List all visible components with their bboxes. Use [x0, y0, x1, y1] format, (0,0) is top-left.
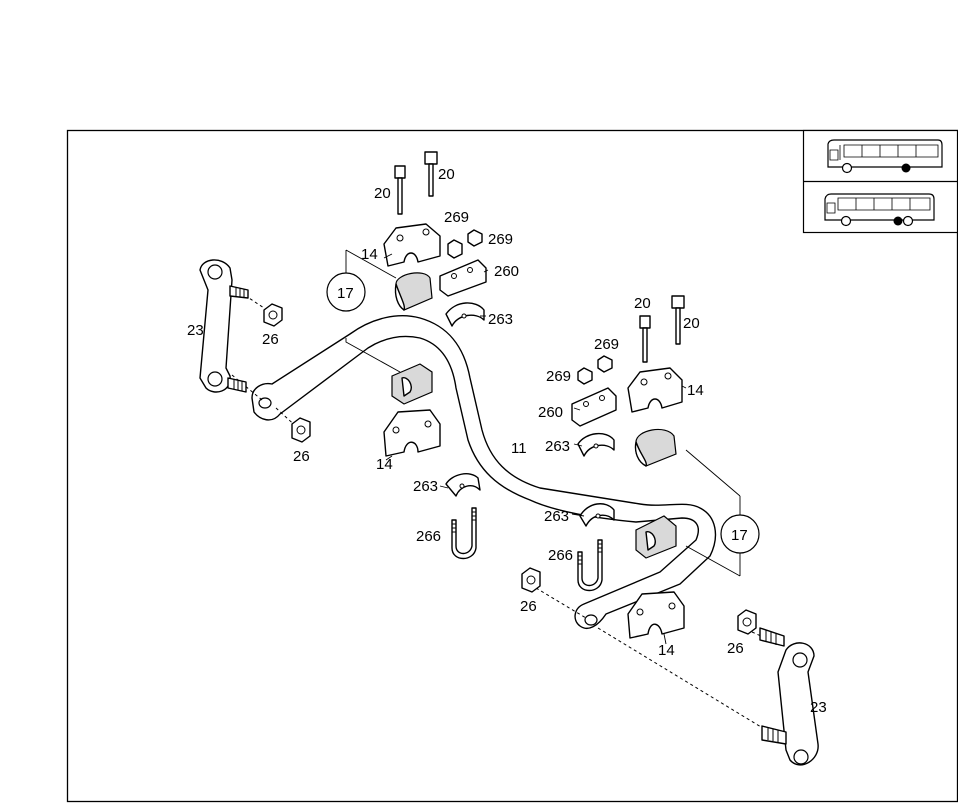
callout-269: 269 — [488, 231, 513, 248]
callout-269: 269 — [594, 336, 619, 353]
callout-14: 14 — [687, 382, 704, 399]
bushing-upper-right — [634, 428, 677, 467]
callout-263: 263 — [413, 478, 438, 495]
bracket-14-upper-right — [627, 367, 683, 413]
bolt-20-upper-left-a — [394, 165, 406, 215]
half-shell-263-lower-right — [579, 503, 615, 527]
nut-26-d — [737, 609, 757, 635]
leader-line — [573, 407, 581, 411]
half-shell-263-upper-left — [445, 302, 485, 327]
bolt-20-upper-left-b — [424, 151, 438, 197]
bracket-14-lower-left — [383, 409, 441, 457]
bracket-14-upper-left — [383, 223, 441, 267]
callout-26: 26 — [262, 331, 279, 348]
leader-line — [383, 253, 393, 259]
callout-260: 260 — [538, 404, 563, 421]
callout-26: 26 — [520, 598, 537, 615]
u-bolt-266-left — [451, 507, 477, 560]
link-rod-right — [759, 627, 819, 766]
callout-20: 20 — [374, 185, 391, 202]
u-bolt-266-right — [577, 539, 603, 592]
leader-line — [681, 385, 687, 389]
callout-23: 23 — [810, 699, 827, 716]
bus-three-axle-icon[interactable] — [824, 193, 935, 227]
callout-263: 263 — [544, 508, 569, 525]
leader-line — [573, 443, 583, 447]
callout-circle-17-left — [326, 272, 366, 312]
bolt-20-lower-right-b — [671, 295, 685, 345]
callout-circle-17-right — [720, 514, 760, 554]
callout-14: 14 — [658, 642, 675, 659]
half-shell-263-upper-right — [577, 433, 615, 457]
leader-line — [663, 633, 667, 645]
callout-14: 14 — [361, 246, 378, 263]
alignment-line — [231, 374, 263, 401]
callout-260: 260 — [494, 263, 519, 280]
callout-26: 26 — [293, 448, 310, 465]
bracket-14-lower-right — [627, 591, 685, 639]
clamp-plate-260-right — [571, 387, 617, 427]
callout-17: 17 — [731, 527, 748, 544]
clamp-plate-260-left — [439, 259, 487, 297]
bushing-lower-right — [635, 515, 677, 559]
callout-269: 269 — [444, 209, 469, 226]
nut-26-c — [521, 567, 541, 593]
nut-269-d — [577, 367, 593, 385]
alignment-line — [597, 627, 767, 731]
bus-two-axle-icon[interactable] — [827, 139, 943, 174]
callout-269: 269 — [546, 368, 571, 385]
callout-263: 263 — [545, 438, 570, 455]
callout-20: 20 — [438, 166, 455, 183]
callout-14: 14 — [376, 456, 393, 473]
leader-line — [385, 455, 393, 461]
nut-26-b — [291, 417, 311, 443]
nut-26-a — [263, 303, 283, 327]
vehicle-selector-box — [802, 129, 958, 234]
callout-263: 263 — [488, 311, 513, 328]
link-rod-left — [199, 259, 249, 393]
leader-line — [439, 485, 449, 489]
leader-line — [483, 269, 489, 273]
callout-20: 20 — [634, 295, 651, 312]
callout-11: 11 — [511, 440, 527, 457]
callout-266: 266 — [416, 528, 441, 545]
nut-269-a — [447, 239, 463, 259]
nut-269-b — [467, 229, 483, 247]
alignment-line — [535, 587, 587, 619]
callout-17: 17 — [337, 285, 354, 302]
nut-269-c — [597, 355, 613, 373]
bushing-lower-left — [391, 363, 433, 405]
bolt-20-lower-right-a — [639, 315, 651, 363]
leader-line — [571, 513, 585, 517]
callout-23: 23 — [187, 322, 204, 339]
callout-26: 26 — [727, 640, 744, 657]
half-shell-263-lower-left — [445, 473, 481, 497]
callout-266: 266 — [548, 547, 573, 564]
stabilizer-bar — [251, 315, 717, 630]
bushing-upper-left — [394, 272, 433, 311]
callout-20: 20 — [683, 315, 700, 332]
